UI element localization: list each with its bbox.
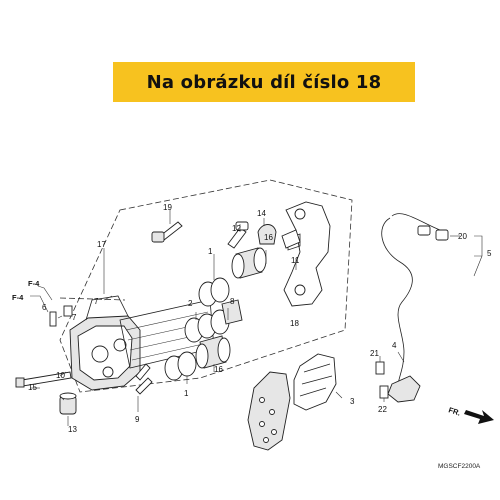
arrow-right-icon [464,410,494,424]
slide-pin-12 [227,221,249,249]
label-16-upper: 16 [264,233,273,242]
brake-pad-rear [293,353,337,411]
label-8: 8 [230,297,235,306]
label-16-lower: 16 [214,365,223,374]
caliper-body [69,295,141,391]
pad-spring-11 [281,229,301,249]
label-13: 13 [68,425,77,434]
brake-pad-front [247,371,291,451]
piston-seal-lower [164,335,231,381]
boot-14 [257,224,277,245]
label-11: 11 [291,256,300,265]
pad-pin-9 [135,363,153,395]
label-3: 3 [350,397,355,406]
piston-seal-upper [198,277,230,307]
label-19: 19 [163,203,172,212]
front-direction-indicator: FR. [447,405,494,424]
label-10: 10 [56,371,65,380]
bolt-15 [15,371,72,388]
label-18: 18 [290,319,299,328]
label-21: 21 [370,349,379,358]
label-12: 12 [232,224,241,233]
label-7-left: 7 [72,313,77,322]
label-1-lower: 1 [184,389,189,398]
label-5: 5 [487,249,492,258]
caliper-bracket-18 [283,201,331,307]
bleeder-6-7 [49,305,73,327]
label-22: 22 [378,405,387,414]
label-14: 14 [257,209,266,218]
piston-seal-middle-8 [184,299,243,343]
label-9: 9 [135,415,140,424]
label-1-upper: 1 [208,247,213,256]
assembly-boundary [59,179,353,393]
label-17: 17 [97,240,106,249]
wheel-speed-sensor-harness [375,213,449,403]
piston-upper-16 [231,247,267,279]
bushing-13 [59,392,77,415]
label-2: 2 [188,299,193,308]
label-7-upper: 7 [94,297,99,306]
ref-f4-lower: F-4 [12,293,24,302]
label-15: 15 [28,383,37,392]
diagram-code: MGSCF2200A [438,463,481,470]
leader-lines [30,210,483,426]
label-6: 6 [42,303,47,312]
label-4: 4 [392,341,397,350]
ref-f4-upper: F-4 [28,279,40,288]
bolt-19 [151,221,183,243]
part-labels: 17 19 1 12 14 11 16 2 8 16 1 18 3 20 5 2… [12,203,492,434]
part-number-banner: Na obrázku díl číslo 18 [113,62,415,102]
direction-label: FR. [447,405,461,417]
label-20: 20 [458,232,467,241]
